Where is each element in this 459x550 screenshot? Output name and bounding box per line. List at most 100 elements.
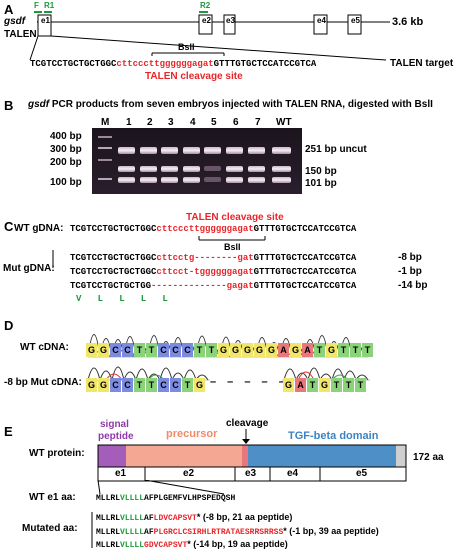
base-call: C xyxy=(110,343,121,357)
base-call: T xyxy=(350,343,361,357)
base-call: A xyxy=(295,378,306,392)
wt-e1-aa-label: WT e1 aa: xyxy=(29,492,76,503)
base-call: C xyxy=(122,343,133,357)
base-call: A xyxy=(302,343,313,357)
mut-aa1-b: AF xyxy=(144,514,154,523)
base-call: G xyxy=(254,343,265,357)
mut-aa1-note: * (-8 bp, 21 aa peptide) xyxy=(196,512,293,522)
mut2-left: TCGTCCTGCTGCTGGC xyxy=(70,267,157,277)
base-call: C xyxy=(158,378,169,392)
mut-aa2-a: MLLRL xyxy=(96,528,121,537)
wt-cdna-label: WT cDNA: xyxy=(20,342,69,353)
band-101-label: 101 bp xyxy=(305,178,337,189)
e4-box-label: e4 xyxy=(287,468,299,479)
base-call: T xyxy=(182,378,193,392)
exon-e4-label: e4 xyxy=(317,16,326,25)
e1-zoom-lines xyxy=(91,480,225,548)
wt-seq-left: TCGTCCTGCTGCTGGC xyxy=(70,224,157,234)
c-terminal-segment xyxy=(396,445,406,467)
precursor-label: precursor xyxy=(166,428,218,440)
mut2-spacer: cttcct-tggggggagat xyxy=(156,267,254,277)
gel-image xyxy=(92,128,302,194)
talen-label: TALEN xyxy=(4,29,37,40)
base-call: C xyxy=(182,343,193,357)
seq-right: GTTTGTGCTCCATCCGTCA xyxy=(213,59,317,69)
base-call: T xyxy=(307,378,318,392)
lane-wt: WT xyxy=(276,117,292,128)
base-call: T xyxy=(338,343,349,357)
mut-trace-right xyxy=(283,367,369,382)
band-uncut-label: 251 bp uncut xyxy=(305,144,367,155)
base-call: T xyxy=(331,378,342,392)
base-call: A xyxy=(278,343,289,357)
ladder-100: 100 bp xyxy=(50,177,82,188)
panel-d-label: D xyxy=(4,318,14,333)
mut1-left: TCGTCCTGCTGCTGGC xyxy=(70,253,157,263)
mut-aa2-r: PLGRCLCSIRHLRTRATAESRRSRRSS xyxy=(153,528,284,537)
protein-domain-diagram xyxy=(97,429,407,482)
mut3-spacer: --------------gagat xyxy=(151,281,254,291)
wt-seq-right: GTTTGTGCTCCATCCGTCA xyxy=(253,224,357,234)
lane-4: 4 xyxy=(190,117,196,128)
base-call: T xyxy=(146,343,157,357)
base-call: T xyxy=(206,343,217,357)
mut-aa2-g: VLLLL xyxy=(120,528,145,537)
exon-e2-label: e2 xyxy=(202,16,211,25)
base-call: G xyxy=(230,343,241,357)
mutated-aa-3: MLLRLVLLLLGDVCAPSVT* (-14 bp, 19 aa pept… xyxy=(96,539,288,550)
base-call: C xyxy=(110,378,121,392)
bsli-bracket-c xyxy=(52,236,266,268)
wt-e1-aa-sequence: MLLRLVLLLLAFPLGEMFVLHPSPEDQSH xyxy=(96,494,235,503)
mut-sequence-1: TCGTCCTGCTGCTGGCcttcctg--------gatGTTTGT… xyxy=(70,253,356,263)
panel-a-label: A xyxy=(4,2,14,17)
base-call: G xyxy=(218,343,229,357)
ladder-400: 400 bp xyxy=(50,131,82,142)
peptide-label: peptide xyxy=(98,431,134,442)
base-call: G xyxy=(194,378,205,392)
lane-m: M xyxy=(101,117,110,128)
mut-aa1-g: VLLLL xyxy=(120,514,145,523)
bsli-site-label: BslI xyxy=(178,42,195,52)
base-call: C xyxy=(122,378,133,392)
mut-aa3-note: * (-14 bp, 19 aa peptide) xyxy=(187,539,288,549)
wt-seq-spacer: cttcccttggggggagat xyxy=(156,224,254,234)
primer-f: F xyxy=(34,1,39,10)
mutated-aa-2: MLLRLVLLLLAFPLGRCLCSIRHLRTRATAESRRSRRSS*… xyxy=(96,526,379,537)
tgf-domain-segment xyxy=(248,445,396,467)
seq-spacer: cttcccttggggggagat xyxy=(116,59,214,69)
base-call: T xyxy=(362,343,373,357)
mut2-note: -1 bp xyxy=(398,266,422,277)
base-call: G xyxy=(266,343,277,357)
lane-3: 3 xyxy=(168,117,174,128)
talen-target-label: TALEN target xyxy=(390,58,454,69)
wt-gdna-sequence: TCGTCCTGCTGCTGGCcttcccttggggggagatGTTTGT… xyxy=(70,224,356,234)
tgf-domain-label: TGF-beta domain xyxy=(288,430,379,442)
primer-r2: R2 xyxy=(200,1,211,10)
ladder-300: 300 bp xyxy=(50,144,82,155)
primer-r1: R1 xyxy=(44,1,55,10)
base-call: G xyxy=(98,378,109,392)
wt-protein-label: WT protein: xyxy=(29,448,85,459)
mut1-spacer: cttcctg--------gat xyxy=(156,253,254,263)
lane-2: 2 xyxy=(147,117,153,128)
mut-sequence-3: TCGTCCTGCTGCTGG--------------gagatGTTTGT… xyxy=(70,281,356,291)
protein-length: 172 aa xyxy=(413,452,444,463)
base-call: T xyxy=(194,343,205,357)
mutated-aa-label: Mutated aa: xyxy=(22,523,78,534)
wt-e1-b: AFPLGEMFVLHPSPEDQSH xyxy=(144,494,236,503)
base-call: T xyxy=(314,343,325,357)
mut-aa2-note: * (-1 bp, 39 aa peptide) xyxy=(283,526,379,536)
e1-box-label: e1 xyxy=(115,468,127,479)
base-call: G xyxy=(86,378,97,392)
mut2-right: GTTTGTGCTCCATCCGTCA xyxy=(253,267,357,277)
base-call: G xyxy=(326,343,337,357)
mut3-left: TCGTCCTGCTGCTGG xyxy=(70,281,152,291)
base-call: T xyxy=(134,378,145,392)
lane-7: 7 xyxy=(255,117,261,128)
talen-target-sequence: TCGTCCTGCTGCTGGCcttcccttggggggagatGTTTGT… xyxy=(30,59,316,69)
exon-e1-label: e1 xyxy=(41,16,50,25)
base-call: C xyxy=(158,343,169,357)
